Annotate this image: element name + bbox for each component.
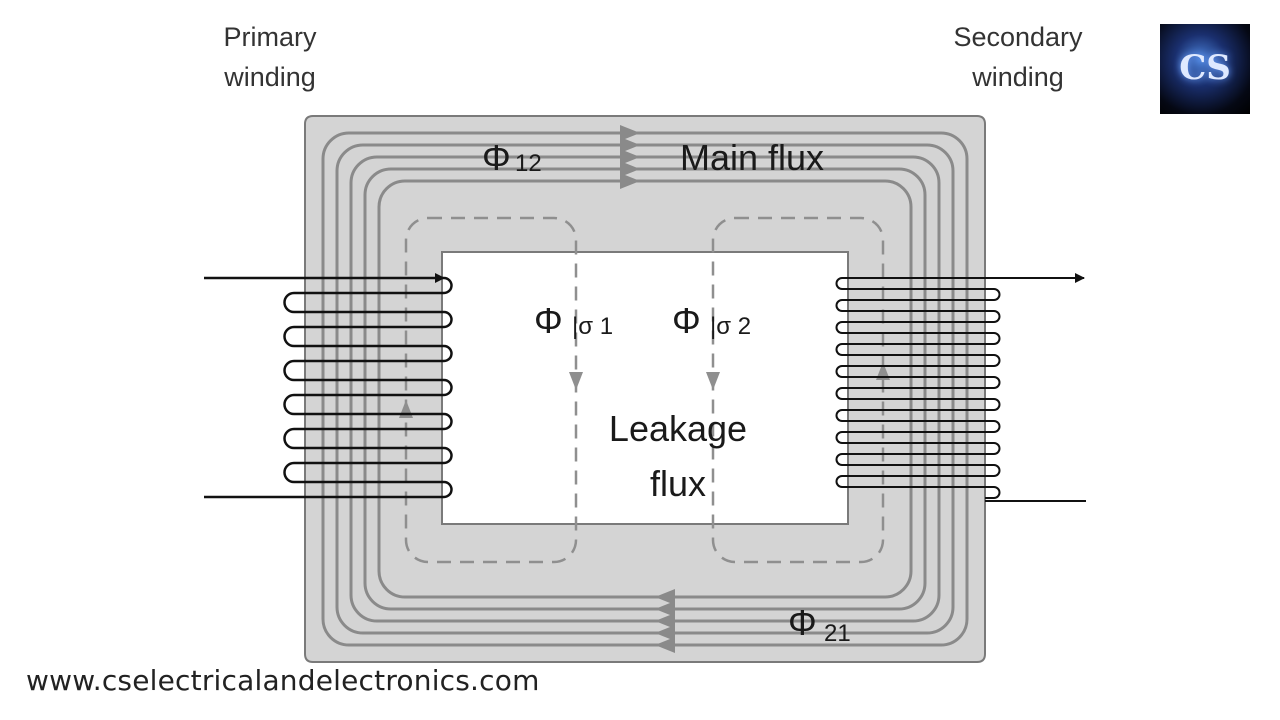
secondary-coil (835, 277, 1001, 499)
secondary-label-line2: winding (971, 62, 1064, 92)
leakage-arrow-sigma2 (706, 372, 720, 390)
sigma1-subscript: |σ 1 (572, 313, 613, 340)
sigma2-subscript: |σ 2 (710, 313, 751, 340)
primary-label-line2: winding (223, 62, 316, 92)
main-flux-label: Main flux (680, 137, 824, 178)
primary-label-line1: Primary (224, 22, 317, 52)
leakage-flux-label-line2: flux (650, 463, 706, 504)
sigma2-symbol: Φ (672, 300, 701, 341)
leakage-arrow-sigma1 (569, 372, 583, 390)
return-flux-arrows (655, 589, 675, 653)
leakage-arrow-secondary-up (876, 362, 890, 380)
logo-text: CS (1179, 48, 1231, 88)
secondary-winding (835, 273, 1086, 502)
primary-winding (204, 273, 453, 499)
primary-coil (283, 276, 453, 499)
phi21-subscript: 21 (824, 620, 851, 647)
secondary-label-line1: Secondary (953, 22, 1083, 52)
phi21-symbol: Φ (788, 602, 817, 643)
sigma1-symbol: Φ (534, 300, 563, 341)
main-flux-arrows (620, 125, 640, 189)
site-logo: CS (1160, 24, 1250, 114)
phi12-subscript: 12 (515, 150, 542, 177)
leakage-flux-label-line1: Leakage (609, 408, 747, 449)
website-watermark: www.cselectricalandelectronics.com (26, 664, 540, 697)
phi12-symbol: Φ (482, 137, 511, 178)
leakage-flux-loops (404, 216, 885, 564)
